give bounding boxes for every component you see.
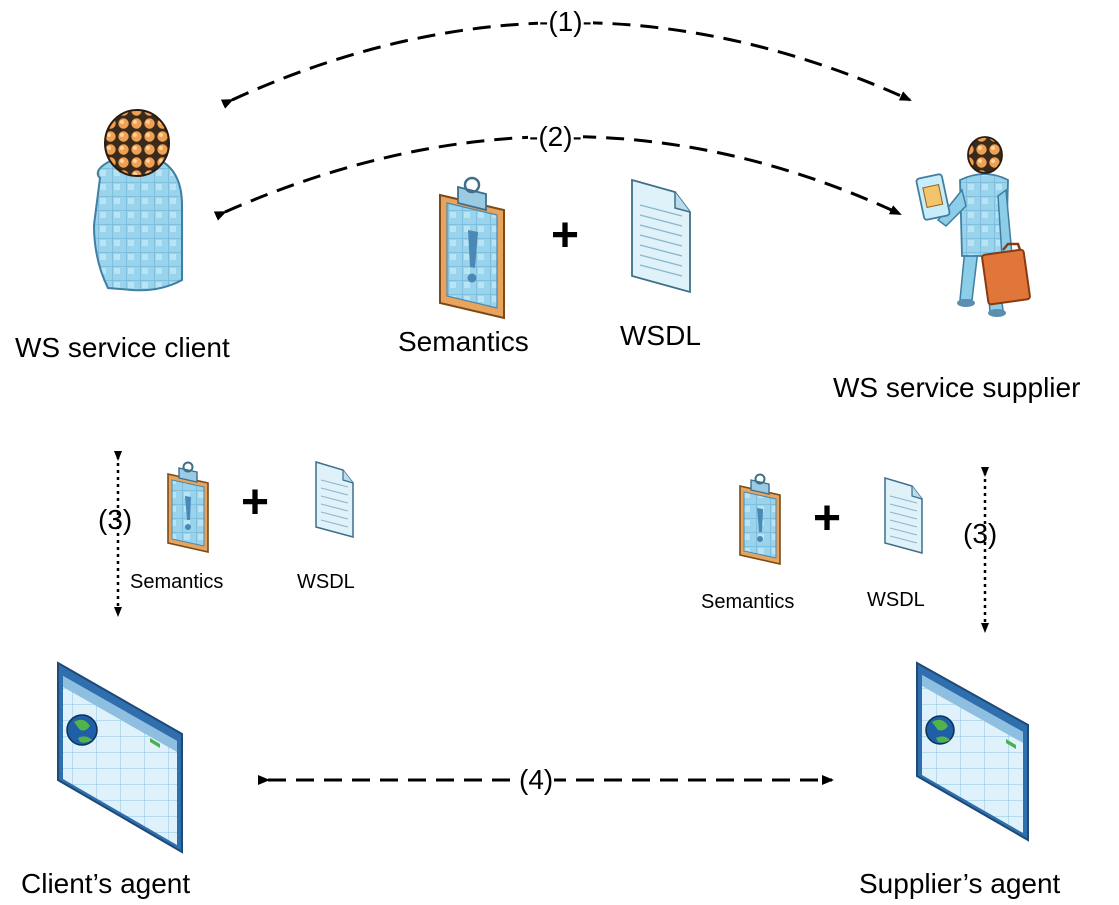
semantics-clipboard-icon-top xyxy=(439,176,505,320)
semantics-label-top: Semantics xyxy=(398,326,529,357)
step-1-label: -(1)- xyxy=(538,6,593,37)
step-3-label-client: (3) xyxy=(98,504,133,535)
semantics-clipboard-icon-supplier xyxy=(739,473,781,565)
wsdl-document-icon-client xyxy=(315,460,354,538)
wsdl-label-top: WSDL xyxy=(620,320,701,351)
wsdl-label-supplier: WSDL xyxy=(867,589,925,611)
wsdl-document-icon-top xyxy=(631,178,691,294)
supplier-agent-screen-icon xyxy=(916,661,1029,842)
semantics-clipboard-icon-client xyxy=(167,461,209,553)
plus-sign-client: + xyxy=(241,476,270,529)
step-2-label: -(2)- xyxy=(528,121,583,152)
plus-sign-supplier: + xyxy=(813,492,842,545)
client-agent-screen-icon xyxy=(57,661,183,854)
plus-sign-top: + xyxy=(551,209,580,262)
client-label: WS service client xyxy=(15,332,230,363)
supplier-label: WS service supplier xyxy=(833,372,1081,403)
supplier-person-icon xyxy=(915,136,1031,317)
step-3-label-supplier: (3) xyxy=(963,518,998,549)
wsdl-document-icon-supplier xyxy=(884,476,923,554)
semantics-label-supplier: Semantics xyxy=(701,591,795,613)
client-agent-label: Client’s agent xyxy=(21,868,191,899)
wsdl-label-client: WSDL xyxy=(297,571,355,593)
supplier-agent-label: Supplier’s agent xyxy=(859,868,1061,899)
semantics-label-client: Semantics xyxy=(130,571,224,593)
client-person-icon xyxy=(92,109,183,292)
step-4-label: (4) xyxy=(518,764,555,795)
